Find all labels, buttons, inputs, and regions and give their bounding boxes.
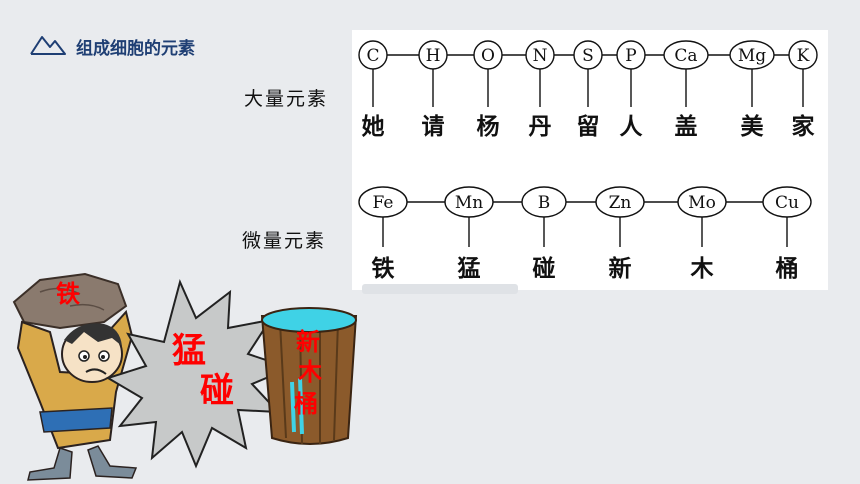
bucket-word-1: 新 [296, 328, 320, 356]
macro-symbol: O [481, 46, 495, 66]
bucket-water [261, 307, 357, 333]
macro-symbol: K [797, 46, 810, 66]
mountain-outline-icon [30, 36, 66, 55]
macro-symbol: C [366, 46, 379, 66]
micro-elements-label: 微量元素 [242, 230, 327, 252]
macro-symbol: Mg [738, 46, 766, 66]
burst-word-2: 碰 [200, 371, 234, 411]
macro-node [358, 40, 388, 70]
micro-symbol: Mn [455, 193, 483, 213]
macro-symbol: Ca [674, 46, 697, 66]
rock-shape [12, 272, 128, 330]
rock-label: 铁 [56, 280, 80, 308]
micro-mnemonic-char: 木 [690, 255, 714, 282]
burst-shape [105, 279, 293, 469]
micro-mnemonic-char: 猛 [457, 255, 481, 282]
cartoon-illustration: 铁 猛 碰 新 木 桶 [12, 272, 358, 481]
slide-title: 组成细胞的元素 [76, 39, 195, 59]
macro-node [473, 40, 503, 70]
micro-node [595, 186, 645, 218]
bucket-word-3: 桶 [294, 390, 318, 418]
micro-symbol: Mo [688, 193, 716, 213]
micro-symbol: Fe [373, 193, 394, 213]
macro-mnemonic-char: 人 [620, 113, 644, 140]
macro-elements-chain: C 她 H 请 O 杨 N 丹 S 留 P 人 Ca 盖 Mg 美 K 家 [358, 40, 818, 140]
macro-mnemonic-char: 美 [741, 113, 764, 140]
macro-mnemonic-char: 杨 [477, 113, 500, 140]
micro-node [444, 186, 494, 218]
macro-node [663, 40, 709, 70]
macro-mnemonic-char: 她 [362, 113, 385, 140]
micro-symbol: B [538, 193, 551, 213]
macro-mnemonic-char: 家 [792, 113, 815, 140]
element-diagram-panel: C 她 H 请 O 杨 N 丹 S 留 P 人 Ca 盖 Mg 美 K 家 Fe 铁 Mn 猛 B 碰 Zn 新 Mo 木 Cu 桶 [352, 30, 828, 290]
micro-mnemonic-char: 碰 [533, 255, 556, 282]
micro-symbol: Cu [775, 193, 799, 213]
micro-elements-chain: Fe 铁 Mn 猛 B 碰 Zn 新 Mo 木 Cu 桶 [358, 186, 812, 282]
micro-symbol: Zn [609, 193, 632, 213]
micro-mnemonic-char: 新 [609, 255, 632, 282]
burst-word-1: 猛 [172, 331, 206, 371]
macro-symbol: H [426, 46, 441, 66]
micro-node [521, 186, 567, 218]
macro-symbol: N [533, 46, 548, 66]
macro-node [729, 40, 775, 70]
macro-mnemonic-char: 盖 [675, 113, 698, 140]
macro-node [616, 40, 646, 70]
panel-tab [362, 284, 518, 294]
macro-node [573, 40, 603, 70]
macro-mnemonic-char: 留 [577, 113, 600, 140]
micro-node [677, 186, 727, 218]
micro-node [762, 186, 812, 218]
micro-node [358, 186, 408, 218]
macro-mnemonic-char: 请 [422, 113, 445, 140]
macro-node [418, 40, 448, 70]
element-diagram: C 她 H 请 O 杨 N 丹 S 留 P 人 Ca 盖 Mg 美 K 家 Fe 铁 Mn 猛 B 碰 Zn 新 Mo 木 Cu 桶 [358, 40, 818, 282]
bucket-word-2: 木 [297, 358, 323, 386]
macro-symbol: P [625, 46, 636, 66]
micro-mnemonic-char: 桶 [776, 255, 799, 282]
macro-mnemonic-char: 丹 [529, 113, 552, 140]
macro-node [525, 40, 555, 70]
macro-node [788, 40, 818, 70]
macro-symbol: S [582, 46, 594, 66]
micro-mnemonic-char: 铁 [372, 255, 395, 282]
macro-elements-label: 大量元素 [244, 88, 329, 110]
